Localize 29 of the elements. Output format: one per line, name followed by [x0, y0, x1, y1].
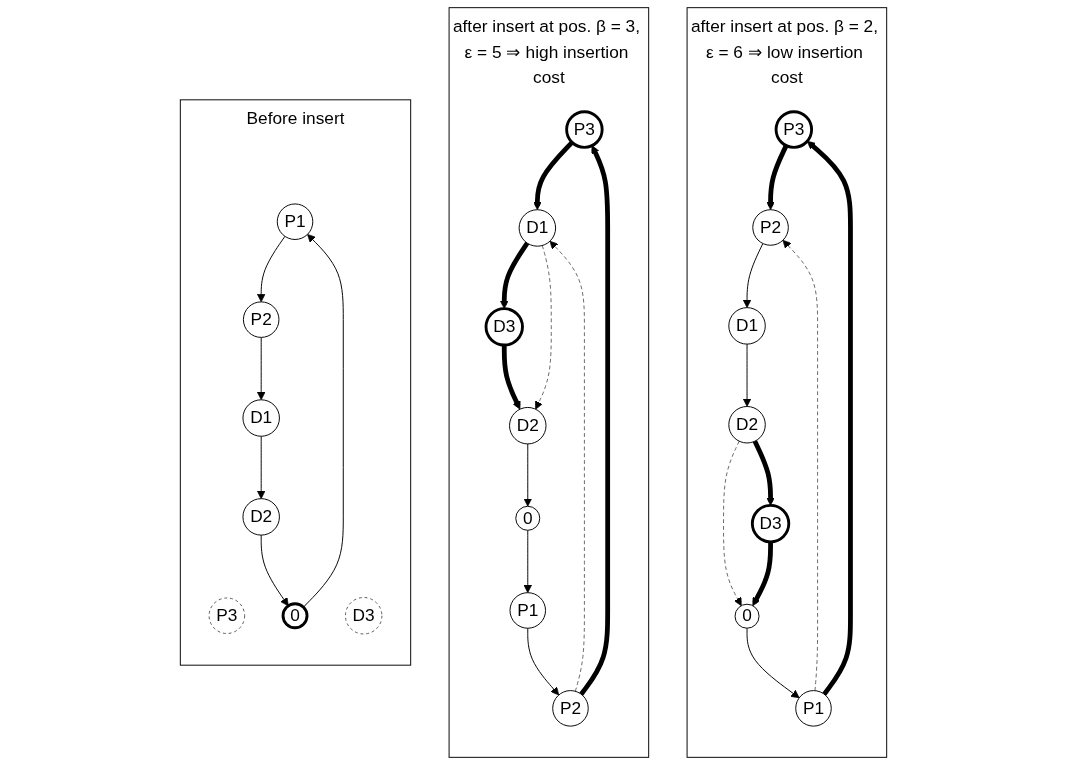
- node-circle: P1: [276, 203, 314, 240]
- node-circle: 0: [515, 505, 541, 531]
- node-circle: P1: [795, 690, 832, 727]
- node-circle: D2: [509, 406, 547, 445]
- arrow: [766, 144, 789, 211]
- node-circle: D1: [518, 209, 557, 247]
- node-circle: P2: [752, 209, 789, 246]
- arrow: [500, 241, 530, 309]
- node-circle: D3: [484, 307, 524, 347]
- arrow: [579, 145, 611, 696]
- arrow: [752, 440, 775, 506]
- node-circle: D1: [728, 307, 766, 345]
- arrow: [752, 541, 773, 607]
- arrow: [533, 140, 574, 211]
- node-circle: D2: [242, 498, 280, 536]
- node-circle: P2: [242, 301, 280, 338]
- node-circle: P3: [565, 110, 604, 149]
- node-circle: D3: [344, 597, 383, 635]
- node-circle: D1: [242, 399, 280, 437]
- arrow: [806, 140, 853, 696]
- node-circle: D3: [750, 503, 791, 544]
- node-circle: P1: [509, 592, 546, 629]
- node-circle: 0: [734, 603, 760, 629]
- node-circle: 0: [281, 602, 309, 630]
- node-circle: D2: [728, 406, 766, 444]
- arrow: [501, 345, 521, 410]
- node-circle: P3: [774, 110, 814, 149]
- node-circle: P2: [552, 690, 589, 727]
- node-circle: P3: [208, 597, 246, 634]
